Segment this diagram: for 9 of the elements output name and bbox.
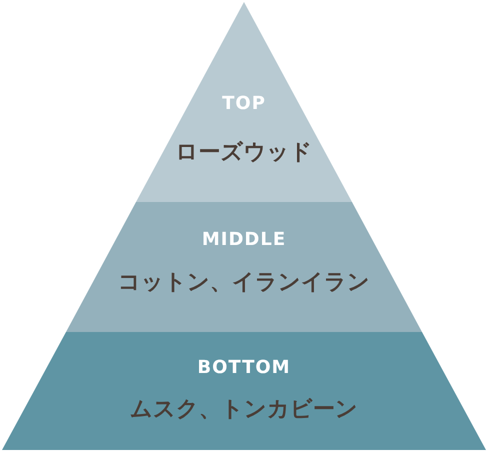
- pyramid-tier: [66, 202, 422, 332]
- tier-text: コットン、イランイラン: [118, 269, 370, 297]
- tier-heading: TOP: [222, 93, 266, 115]
- tier-text: ローズウッド: [176, 139, 312, 167]
- tier-text: ムスク、トンカビーン: [130, 396, 358, 424]
- pyramid-tier: [2, 332, 486, 450]
- tier-heading: BOTTOM: [197, 357, 291, 379]
- pyramid-tier: [136, 2, 352, 202]
- tier-heading: MIDDLE: [202, 229, 286, 251]
